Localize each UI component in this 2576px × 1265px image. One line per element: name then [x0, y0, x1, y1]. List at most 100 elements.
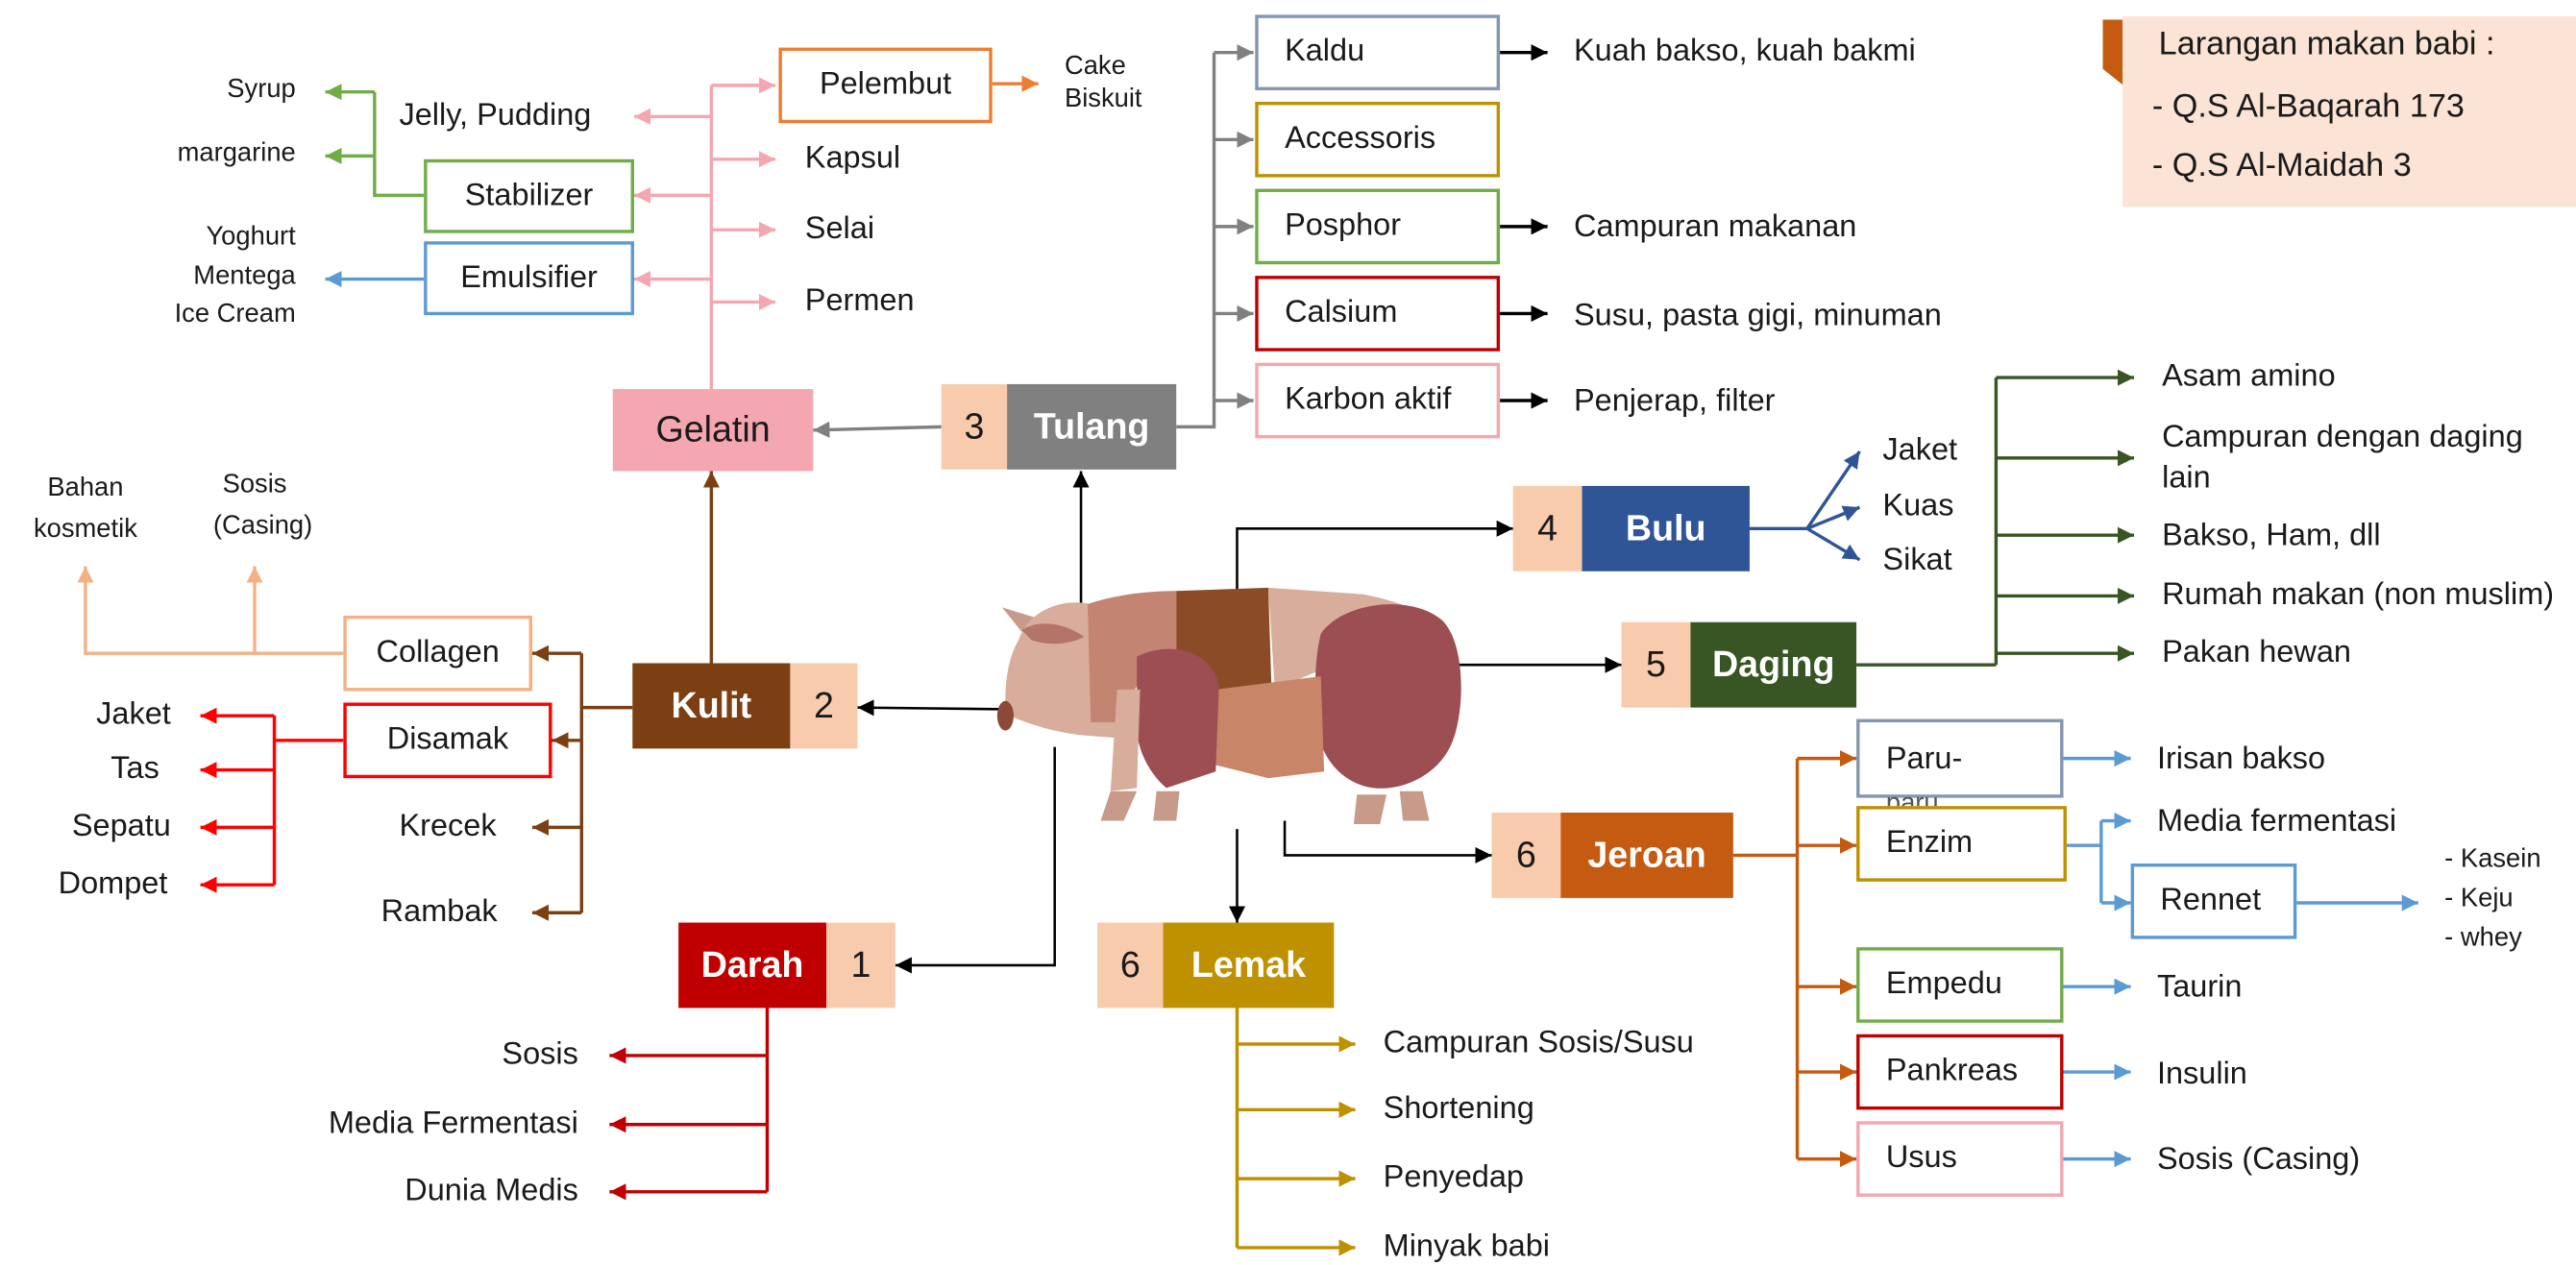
label-sepatu: Sepatu: [71, 809, 171, 844]
label-shortening: Shortening: [1383, 1091, 1534, 1127]
label-pakan-hewan: Pakan hewan: [2162, 635, 2351, 670]
darah-number: 1: [826, 922, 895, 1009]
category-bulu: Bulu: [1582, 485, 1750, 572]
label-jelly-pudding: Jelly, Pudding: [399, 98, 592, 134]
label-bulu-sikat: Sikat: [1882, 543, 1952, 578]
box-empedu: Empedu: [1856, 947, 2064, 1023]
label-taurin: Taurin: [2156, 970, 2243, 1005]
label-keju: - Keju: [2444, 885, 2514, 913]
label-kulit-jaket: Jaket: [96, 697, 171, 733]
box-accessoris: Accessoris: [1255, 101, 1501, 178]
label-casing-collagen: (Casing): [212, 512, 313, 541]
label-paru: Paru-: [1885, 742, 1963, 777]
label-margarine: margarine: [177, 139, 296, 168]
note-line-baqarah: - Q.S Al-Baqarah 173: [2151, 88, 2465, 125]
box-disamak: Disamak: [343, 702, 552, 779]
label-kapsul: Kapsul: [804, 140, 901, 176]
category-darah: Darah: [678, 922, 827, 1009]
label-campuran-sosis-susu: Campuran Sosis/Susu: [1383, 1026, 1694, 1061]
note-title: Larangan makan babi :: [2158, 26, 2495, 62]
category-lemak: Lemak: [1163, 922, 1335, 1009]
category-gelatin: Gelatin: [612, 389, 814, 472]
label-rambak: Rambak: [380, 894, 498, 930]
label-media-fermentasi-darah: Media Fermentasi: [328, 1106, 578, 1141]
collagen-arrows: [77, 566, 344, 655]
note-line-maidah: - Q.S Al-Maidah 3: [2151, 147, 2412, 184]
label-bulu-kuas: Kuas: [1882, 489, 1954, 524]
label-darah-sosis: Sosis: [502, 1037, 578, 1073]
label-permen: Permen: [804, 283, 915, 319]
stabilizer-arrows: [325, 84, 425, 198]
jeroan-arrows: [1732, 750, 1857, 1168]
label-penyedap: Penyedap: [1383, 1160, 1524, 1196]
label-whey: - whey: [2444, 924, 2522, 953]
pelembut-product-biskuit: Biskuit: [1064, 85, 1142, 113]
daging-arrows: [1856, 369, 2135, 667]
box-karbon-aktif: Karbon aktif: [1255, 362, 1501, 439]
box-posphor: Posphor: [1255, 188, 1501, 265]
note-box: Larangan makan babi : - Q.S Al-Baqarah 1…: [2122, 16, 2576, 207]
label-susu-pasta-gigi: Susu, pasta gigi, minuman: [1573, 299, 1942, 333]
bulu-arrows: [1749, 450, 1861, 562]
label-irisan-bakso: Irisan bakso: [2156, 742, 2326, 777]
category-tulang: Tulang: [1007, 383, 1177, 470]
label-kosmetik: kosmetik: [33, 515, 137, 544]
label-mentega: Mentega: [193, 262, 296, 291]
label-selai: Selai: [804, 211, 875, 247]
box-collagen: Collagen: [343, 615, 532, 692]
label-penjerap-filter: Penjerap, filter: [1573, 383, 1776, 419]
daging-number: 5: [1621, 621, 1691, 708]
bulu-number: 4: [1512, 485, 1582, 572]
kulit-number: 2: [790, 663, 858, 749]
pelembut-product-cake: Cake: [1064, 52, 1126, 81]
box-paru: [1856, 718, 2064, 798]
label-bakso-ham: Bakso, Ham, dll: [2162, 519, 2381, 553]
label-bulu-jaket: Jaket: [1882, 433, 1958, 469]
label-campuran-daging: Campuran dengan daging: [2162, 420, 2523, 455]
label-yoghurt: Yoghurt: [206, 223, 296, 252]
pig-illustration: [996, 587, 1461, 824]
label-tas: Tas: [110, 751, 159, 787]
box-emulsifier: Emulsifier: [424, 241, 634, 316]
tulang-number: 3: [941, 383, 1008, 470]
label-ice-cream: Ice Cream: [174, 300, 296, 328]
box-calsium: Calsium: [1255, 276, 1501, 352]
box-stabilizer: Stabilizer: [424, 158, 634, 233]
gelatin-arrows: [633, 77, 776, 390]
tulang-arrows: [813, 44, 1254, 438]
label-rumah-makan: Rumah makan (non muslim): [2162, 577, 2555, 613]
jeroan-number: 6: [1491, 813, 1561, 898]
darah-arrows: [609, 1006, 770, 1201]
category-jeroan: Jeroan: [1560, 813, 1733, 898]
label-campuran-makanan: Campuran makanan: [1573, 209, 1857, 245]
box-pelembut: Pelembut: [778, 47, 993, 124]
label-insulin: Insulin: [2156, 1057, 2247, 1092]
label-campuran-daging-lain: lain: [2162, 461, 2211, 497]
label-kasein: - Kasein: [2444, 845, 2541, 874]
label-dunia-medis: Dunia Medis: [405, 1174, 578, 1208]
label-kuah-bakso: Kuah bakso, kuah bakmi: [1573, 34, 1916, 69]
box-kaldu: Kaldu: [1255, 14, 1501, 91]
label-sosis-collagen: Sosis: [222, 471, 287, 499]
box-usus: Usus: [1856, 1121, 2064, 1197]
label-sosis-casing: Sosis (Casing): [2156, 1142, 2361, 1178]
label-bahan: Bahan: [47, 474, 124, 502]
box-rennet: Rennet: [2130, 863, 2297, 939]
category-kulit: Kulit: [632, 663, 791, 749]
jeroan-product-arrows: [2063, 750, 2418, 1168]
category-daging: Daging: [1690, 621, 1857, 708]
box-enzim: Enzim: [1856, 806, 2067, 882]
label-asam-amino: Asam amino: [2162, 359, 2336, 395]
disamak-arrows: [200, 707, 344, 893]
lemak-arrows: [1235, 1006, 1356, 1256]
lemak-number: 6: [1097, 922, 1164, 1009]
label-dompet: Dompet: [58, 866, 168, 902]
label-syrup: Syrup: [227, 75, 296, 104]
box-pankreas: Pankreas: [1856, 1034, 2064, 1110]
label-media-fermentasi: Media fermentasi: [2156, 804, 2397, 839]
label-minyak-babi: Minyak babi: [1383, 1229, 1551, 1265]
label-krecek: Krecek: [399, 809, 497, 844]
kulit-arrows: [531, 471, 720, 921]
